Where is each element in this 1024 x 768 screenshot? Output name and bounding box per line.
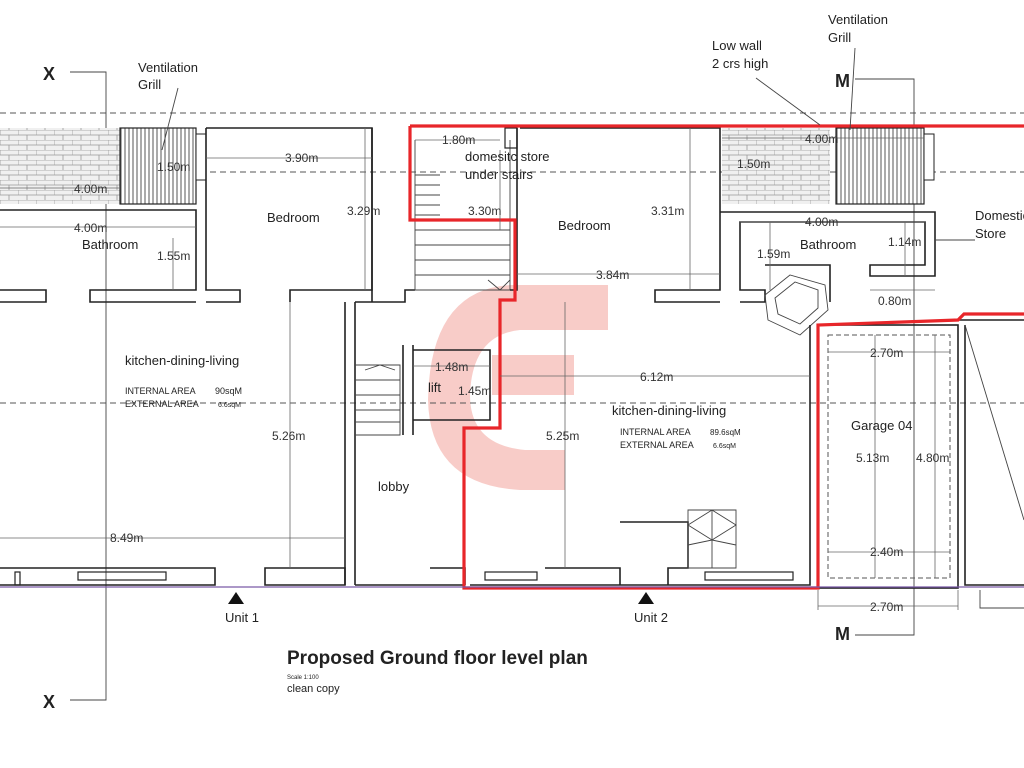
lobby-core xyxy=(355,127,518,586)
unit1-external-area-label: EXTERNAL AREA xyxy=(125,399,199,409)
section-line-m xyxy=(855,78,915,636)
vent-label-right-1: Ventilation xyxy=(828,12,888,27)
domestic-store-label-2: Store xyxy=(975,226,1006,241)
dim-3-31: 3.31m xyxy=(651,204,684,218)
store-label-1: domesitc store xyxy=(465,149,550,164)
dim-1-14: 1.14m xyxy=(888,235,921,249)
section-mark-m-bottom: M xyxy=(835,624,850,644)
brick-wall-right xyxy=(722,128,830,204)
dim-5-26: 5.26m xyxy=(272,429,305,443)
dim-2-70-top: 2.70m xyxy=(870,346,903,360)
dim-3-29: 3.29m xyxy=(347,204,380,218)
dimension-labels: 1.50m 4.00m 4.00m 1.55m 3.90m 3.29m 5.26… xyxy=(74,132,949,614)
clean-copy-label: clean copy xyxy=(287,683,340,695)
unit2-walls xyxy=(470,127,936,586)
dim-4-80: 4.80m xyxy=(916,451,949,465)
leader-lines xyxy=(161,47,975,241)
kdl-label-unit2: kitchen-dining-living xyxy=(612,403,726,418)
vent-label-left-1: Ventilation xyxy=(138,60,198,75)
unit2-internal-area-value: 89.6sqM xyxy=(710,428,741,437)
low-wall-label-2: 2 crs high xyxy=(712,56,768,71)
bathroom-label-unit2: Bathroom xyxy=(800,237,856,252)
unit1-internal-area-value: 90sqM xyxy=(215,386,242,396)
low-wall-label-1: Low wall xyxy=(712,38,762,53)
unit1-label: Unit 1 xyxy=(225,610,259,625)
unit2-label: Unit 2 xyxy=(634,610,668,625)
vent-label-right-2: Grill xyxy=(828,30,851,45)
plan-scale: Scale 1:100 xyxy=(287,675,319,681)
site-boundary-red xyxy=(408,124,1024,590)
dim-4-00-bath2: 4.00m xyxy=(805,215,838,229)
dim-3-84: 3.84m xyxy=(596,268,629,282)
section-line-x xyxy=(70,71,107,701)
unit2-external-area-label: EXTERNAL AREA xyxy=(620,440,694,450)
bathroom-label-unit1: Bathroom xyxy=(82,237,138,252)
dim-5-25: 5.25m xyxy=(546,429,579,443)
vent-grill-right xyxy=(835,127,925,205)
dim-1-50-left: 1.50m xyxy=(157,160,190,174)
dim-1-59: 1.59m xyxy=(757,247,790,261)
vent-grill-left xyxy=(119,127,197,205)
section-mark-x-bottom: X xyxy=(43,692,55,712)
dim-1-45: 1.45m xyxy=(458,384,491,398)
vent-label-left-2: Grill xyxy=(138,77,161,92)
kdl-label-unit1: kitchen-dining-living xyxy=(125,353,239,368)
brick-wall-left xyxy=(0,128,120,204)
unit1-internal-area-label: INTERNAL AREA xyxy=(125,386,196,396)
lift-label: lift xyxy=(428,380,441,395)
section-mark-x-top: X xyxy=(43,64,55,84)
bedroom-label-unit1: Bedroom xyxy=(267,210,320,225)
section-mark-m-top: M xyxy=(835,71,850,91)
watermark-logo xyxy=(428,285,608,490)
dimension-lines xyxy=(0,128,959,610)
dim-5-13: 5.13m xyxy=(856,451,889,465)
garage-label: Garage 04 xyxy=(851,418,912,433)
dim-1-50-right: 1.50m xyxy=(737,157,770,171)
plan-title: Proposed Ground floor level plan xyxy=(287,648,588,669)
unit1-walls xyxy=(0,127,373,586)
dim-4-00-brick: 4.00m xyxy=(74,182,107,196)
unit1-marker-icon xyxy=(228,592,244,604)
dim-1-48: 1.48m xyxy=(435,360,468,374)
domestic-store-label-1: Domestic xyxy=(975,208,1024,223)
unit1-external-area-value: 6.6sqM xyxy=(218,402,241,409)
dim-4-00-bath: 4.00m xyxy=(74,221,107,235)
dim-3-30: 3.30m xyxy=(468,204,501,218)
dim-4-00-top: 4.00m xyxy=(805,132,838,146)
unit2-marker-icon xyxy=(638,592,654,604)
dim-3-90: 3.90m xyxy=(285,151,318,165)
dim-2-40: 2.40m xyxy=(870,545,903,559)
dim-8-49: 8.49m xyxy=(110,531,143,545)
lobby-label: lobby xyxy=(378,479,410,494)
dim-1-80: 1.80m xyxy=(442,133,475,147)
store-label-2: under stairs xyxy=(465,167,533,182)
unit2-external-area-value: 6.6sqM xyxy=(713,443,736,450)
dim-0-80: 0.80m xyxy=(878,294,911,308)
garage xyxy=(817,319,1024,609)
bedroom-label-unit2: Bedroom xyxy=(558,218,611,233)
dim-1-55: 1.55m xyxy=(157,249,190,263)
dim-6-12: 6.12m xyxy=(640,370,673,384)
dim-2-70-bottom: 2.70m xyxy=(870,600,903,614)
unit2-internal-area-label: INTERNAL AREA xyxy=(620,427,691,437)
